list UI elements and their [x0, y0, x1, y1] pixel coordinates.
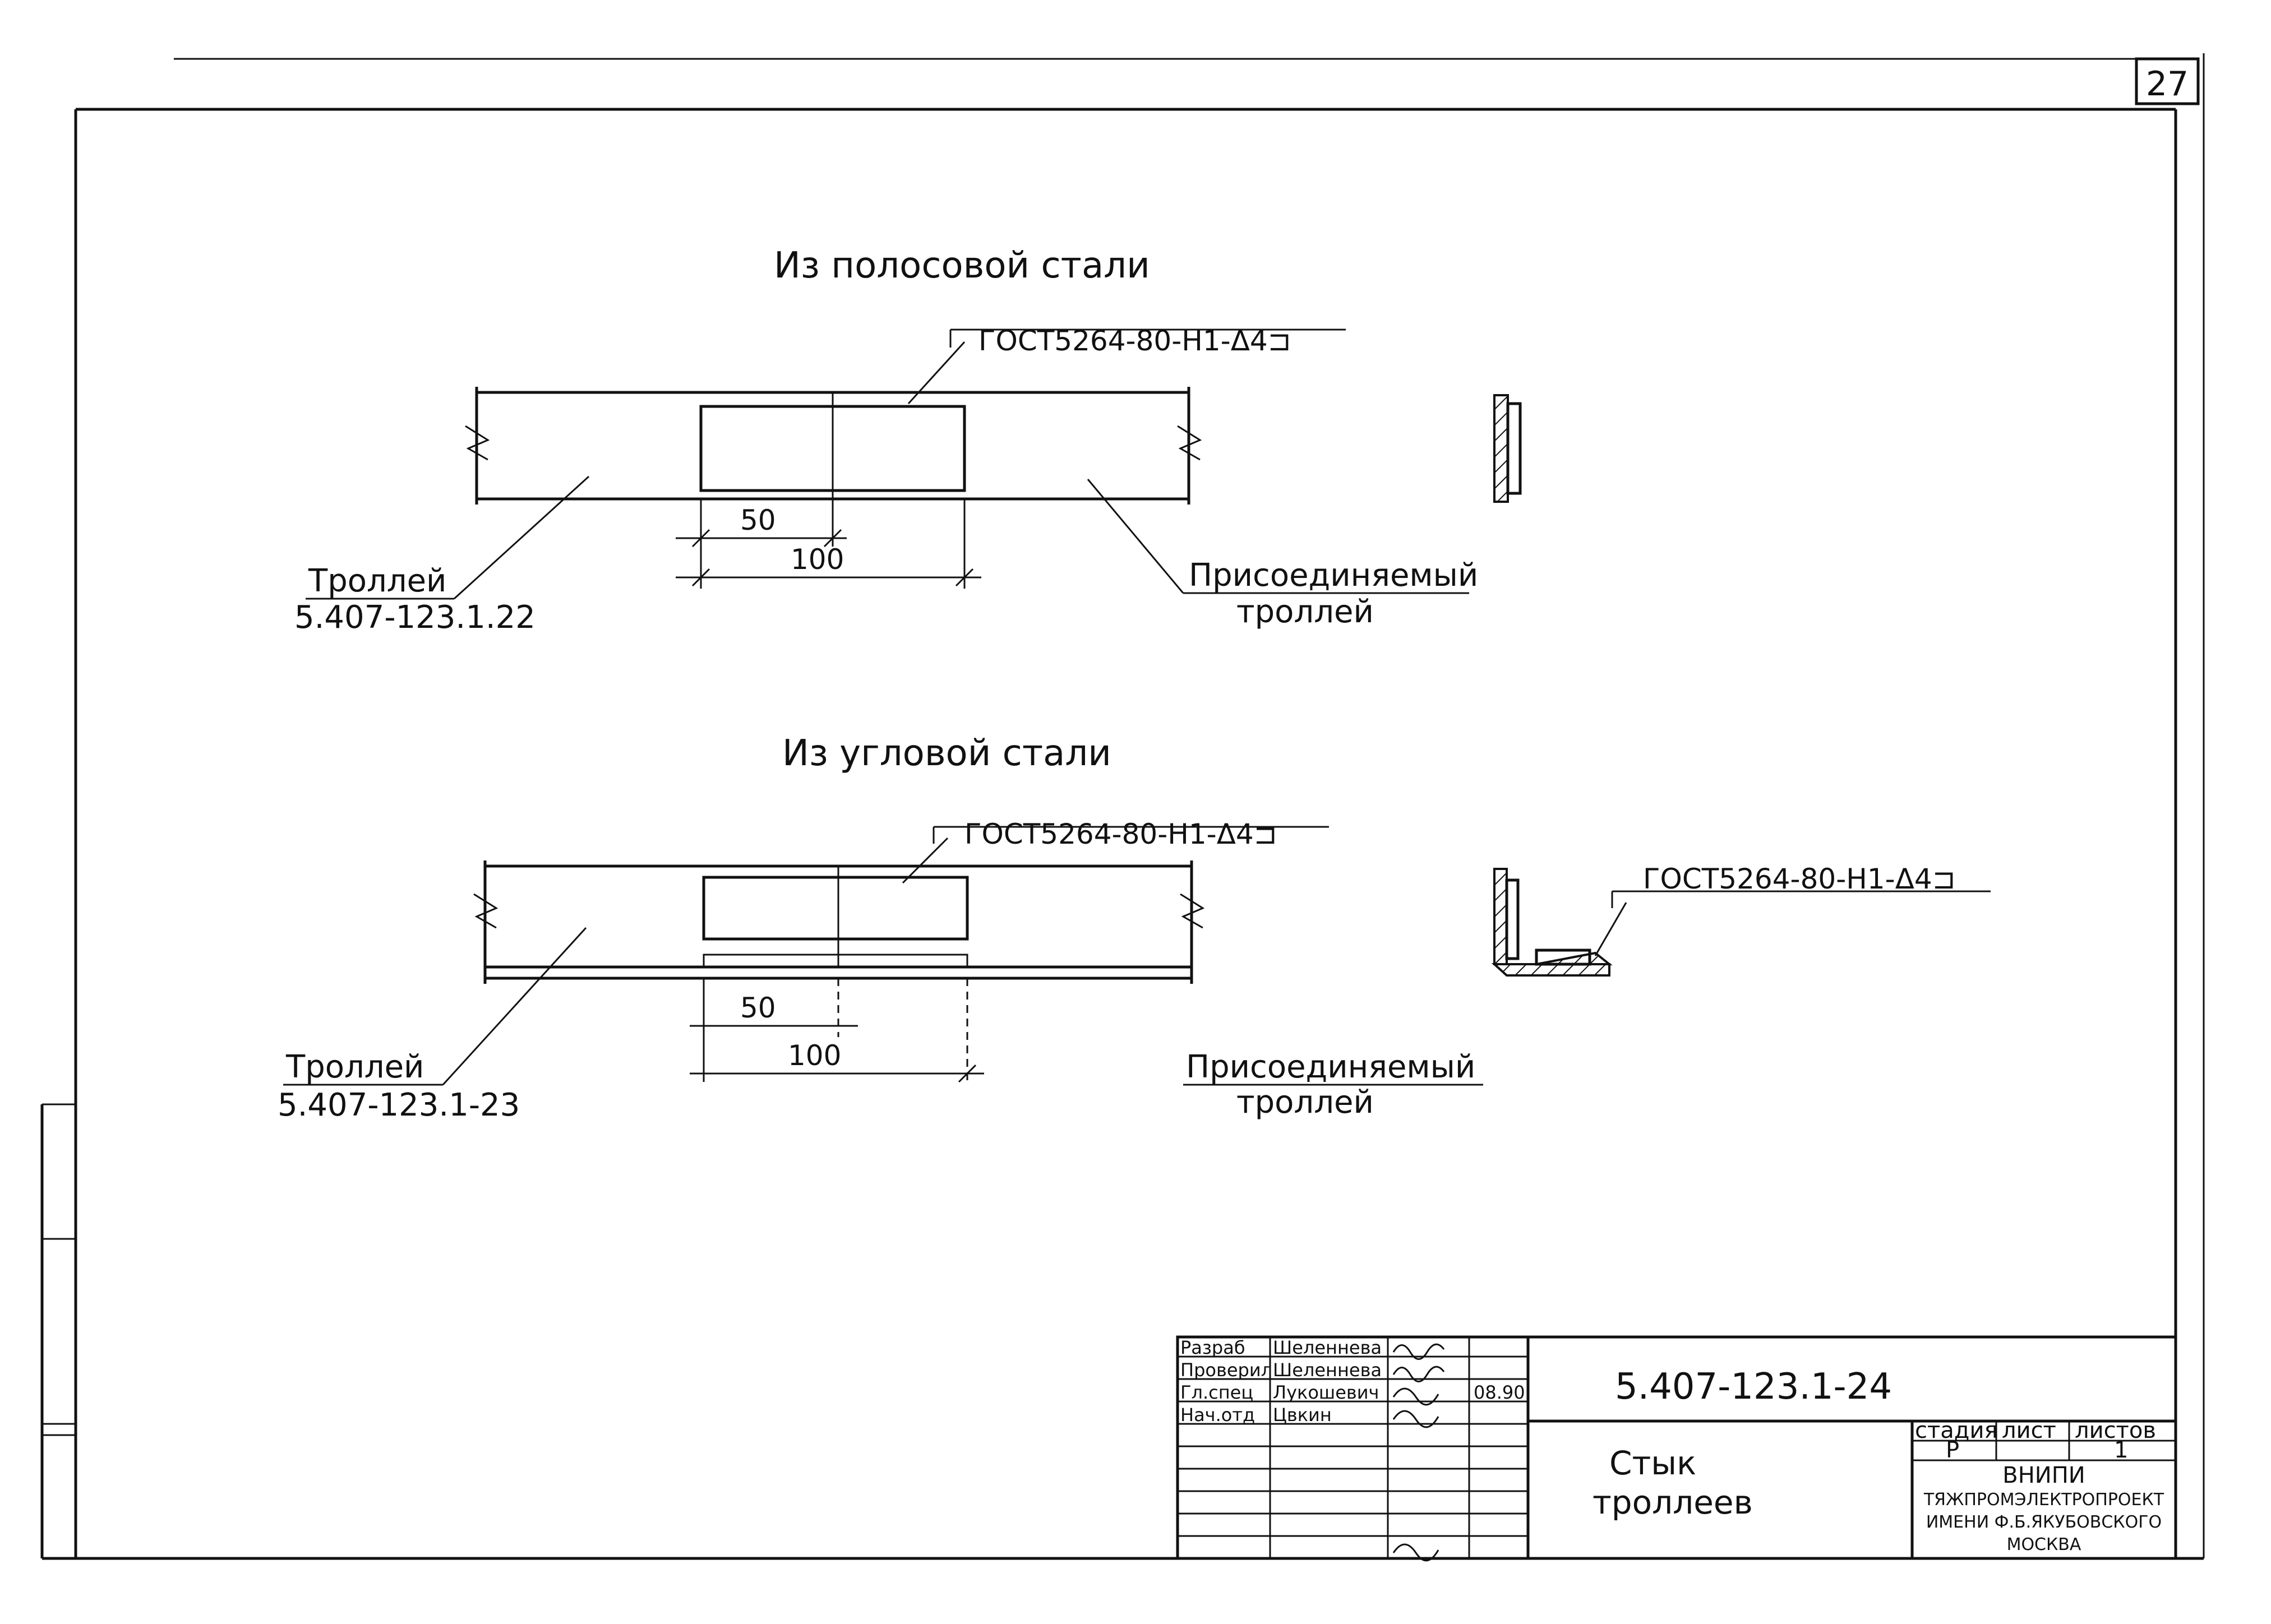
view-strip-left-label-2: 5.407-123.1.22: [294, 599, 536, 636]
tb-name-3: Лукошевич: [1273, 1382, 1379, 1403]
view-angle-section: ГОСТ5264-80-Н1-Δ4⊐: [1491, 863, 1991, 977]
view-strip-dim-50: 50: [740, 504, 776, 536]
tb-stage-header: стадия: [1915, 1418, 1998, 1443]
view-angle-dim-100: 100: [788, 1039, 841, 1072]
view-strip-left-label-1: Троллей: [308, 563, 446, 599]
tb-sheet-header: лист: [2002, 1418, 2056, 1443]
tb-org-3: ИМЕНИ Ф.Б.ЯКУБОВСКОГО: [1926, 1512, 2162, 1532]
tb-drawing-name-1: Стык: [1609, 1444, 1696, 1482]
view-angle-right-label-1: Присоединяемый: [1186, 1049, 1475, 1085]
signatures: [1392, 1343, 1445, 1562]
view-angle-section-weld-symbol: ГОСТ5264-80-Н1-Δ4⊐: [1643, 863, 1956, 895]
view-strip-title: Из полосовой стали: [774, 245, 1150, 286]
tb-stage-value: Р: [1946, 1437, 1959, 1463]
sheet-frame: 27: [40, 53, 2205, 1560]
view-strip-steel: Из полосовой стали ГОСТ5264-80-Н1-Δ4⊐ 50…: [294, 245, 1522, 636]
tb-org-1: ВНИПИ: [2002, 1463, 2085, 1488]
tb-role-2: Проверил: [1180, 1359, 1272, 1381]
view-strip-overlay-plate: [699, 405, 966, 492]
view-strip-dim-100: 100: [791, 543, 844, 576]
tb-doc-code: 5.407-123.1-24: [1615, 1366, 1892, 1408]
tb-name-4: Цвкин: [1273, 1404, 1332, 1426]
tb-sheets-value: 1: [2114, 1437, 2128, 1463]
tb-sheets-header: листов: [2075, 1418, 2156, 1443]
tb-role-4: Нач.отд: [1180, 1404, 1255, 1426]
view-angle-steel: Из угловой стали ГОСТ5264-80-Н1-Δ4⊐ 50 1…: [278, 733, 1991, 1123]
tb-org-2: ТЯЖПРОМЭЛЕКТРОПРОЕКТ: [1923, 1490, 2164, 1510]
tb-org-4: МОСКВА: [2007, 1535, 2081, 1554]
view-angle-left-label-2: 5.407-123.1-23: [278, 1087, 520, 1123]
tb-date: 08.90: [1474, 1382, 1525, 1403]
tb-drawing-name-2: троллеев: [1593, 1483, 1753, 1521]
view-strip-right-label-1: Присоединяемый: [1189, 557, 1478, 594]
view-angle-dim-50: 50: [740, 992, 776, 1024]
page-number-box: [2135, 57, 2200, 105]
page-number: 27: [2146, 64, 2189, 104]
tb-name-1: Шеленнева: [1273, 1337, 1382, 1358]
view-strip-right-label-2: троллей: [1236, 594, 1374, 630]
view-strip-section: [1493, 394, 1522, 503]
view-angle-right-label-2: троллей: [1236, 1084, 1374, 1121]
tb-role-3: Гл.спец: [1180, 1382, 1253, 1403]
tb-role-1: Разраб: [1180, 1337, 1245, 1358]
view-strip-weld-symbol: ГОСТ5264-80-Н1-Δ4⊐: [978, 325, 1291, 357]
view-angle-left-label-1: Троллей: [285, 1049, 424, 1085]
view-angle-title: Из угловой стали: [782, 733, 1111, 774]
view-angle-overlay-plate: [702, 876, 969, 941]
tb-name-2: Шеленнева: [1273, 1359, 1382, 1381]
view-angle-weld-symbol: ГОСТ5264-80-Н1-Δ4⊐: [964, 818, 1277, 850]
title-block: Разраб Шеленнева Проверил Шеленнева Гл.с…: [1176, 1335, 2177, 1562]
